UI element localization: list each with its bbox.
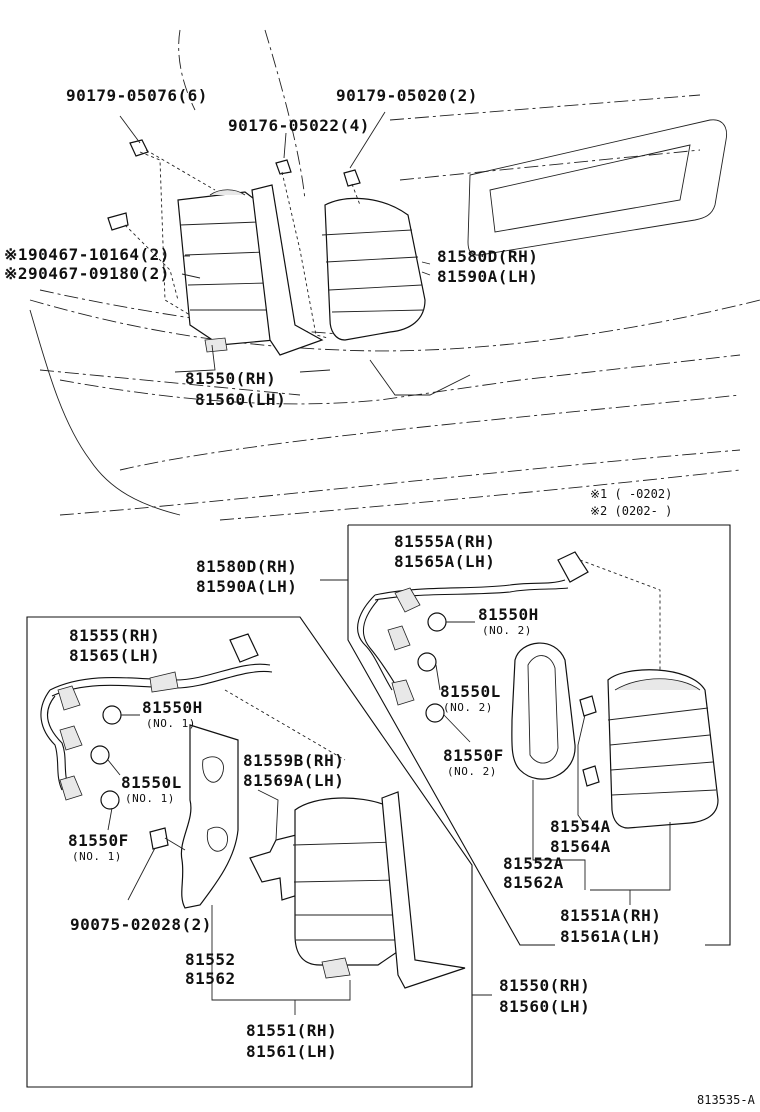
left-wiring-harness [40, 633, 346, 801]
left-lamp-81551 [292, 791, 466, 989]
label-81565a: 81565A(LH) [394, 552, 495, 571]
part-labels: 90179-05076(6) 90179-05020(2) 90176-0502… [4, 86, 661, 1061]
figure-id: 813535-A [697, 1093, 756, 1107]
top-leader-lines [174, 255, 431, 373]
label-90179-05020: 90179-05020(2) [336, 86, 478, 105]
label-81569a: 81569A(LH) [243, 771, 344, 790]
top-garnish-81580d [251, 184, 324, 356]
label-81565: 81565(LH) [69, 646, 160, 665]
label-81580d-top: 81580D(RH) [437, 247, 538, 266]
label-81560-bottom: 81560(LH) [499, 997, 590, 1016]
label-81590a-mid: 81590A(LH) [196, 577, 297, 596]
left-screw-90075 [127, 827, 186, 901]
right-bulbs [417, 612, 475, 743]
right-wiring-harness [357, 551, 661, 706]
label-81562: 81562 [185, 969, 236, 988]
label-81590a-top: 81590A(LH) [437, 267, 538, 286]
vehicle-rear-body [29, 29, 760, 521]
left-bracket-81559b [249, 789, 299, 901]
note-no2-l: (NO. 2) [443, 701, 493, 714]
label-81550-top: 81550(RH) [185, 369, 276, 388]
label-81580d-mid: 81580D(RH) [196, 557, 297, 576]
label-81550f-right: 81550F [443, 746, 504, 765]
label-81561a: 81561A(LH) [560, 927, 661, 946]
top-back-door-lamp-81580d [321, 197, 426, 341]
label-90467-09180: ※290467-09180(2) [4, 264, 170, 283]
legend-line-2: ※2 (0202- ) [590, 504, 672, 518]
label-81552: 81552 [185, 950, 236, 969]
label-81552a: 81552A [503, 854, 564, 873]
legend-line-1: ※1 ( -0202) [590, 487, 672, 501]
left-bulbs [90, 705, 140, 831]
label-81561: 81561(LH) [246, 1042, 337, 1061]
note-no2-h: (NO. 2) [482, 624, 532, 637]
label-90467-10164: ※190467-10164(2) [4, 245, 170, 264]
note-no1-f: (NO. 1) [72, 850, 122, 863]
right-detail-box [320, 524, 731, 946]
label-81555: 81555(RH) [69, 626, 160, 645]
top-tail-lamp-81550 [177, 189, 276, 353]
note-no1-h: (NO. 1) [146, 717, 196, 730]
label-81554a: 81554A [550, 817, 611, 836]
note-no2-f: (NO. 2) [447, 765, 497, 778]
label-81550h-left: 81550H [142, 698, 203, 717]
right-lamp-81551a [590, 669, 719, 905]
top-fasteners [107, 111, 386, 339]
label-90075-02028: 90075-02028(2) [70, 915, 212, 934]
label-81555a: 81555A(RH) [394, 532, 495, 551]
applicability-legend: ※1 ( -0202) ※2 (0202- ) [590, 487, 672, 518]
label-81550f-left: 81550F [68, 831, 129, 850]
label-81551: 81551(RH) [246, 1021, 337, 1040]
left-detail-box [26, 616, 492, 1088]
note-no1-l: (NO. 1) [125, 792, 175, 805]
label-81564a: 81564A [550, 837, 611, 856]
label-90179-05076: 90179-05076(6) [66, 86, 208, 105]
label-81559b: 81559B(RH) [243, 751, 344, 770]
right-gasket-81552a [511, 642, 586, 890]
right-clips-81554a [577, 695, 600, 826]
label-81550h-right: 81550H [478, 605, 539, 624]
label-81550-bottom: 81550(RH) [499, 976, 590, 995]
label-81550l-left: 81550L [121, 773, 182, 792]
label-90176-05022: 90176-05022(4) [228, 116, 370, 135]
label-81562a: 81562A [503, 873, 564, 892]
label-81551a: 81551A(RH) [560, 906, 661, 925]
label-81560-top: 81560(LH) [195, 390, 286, 409]
left-gasket-81552 [180, 724, 351, 1015]
label-81550l-right: 81550L [440, 682, 501, 701]
